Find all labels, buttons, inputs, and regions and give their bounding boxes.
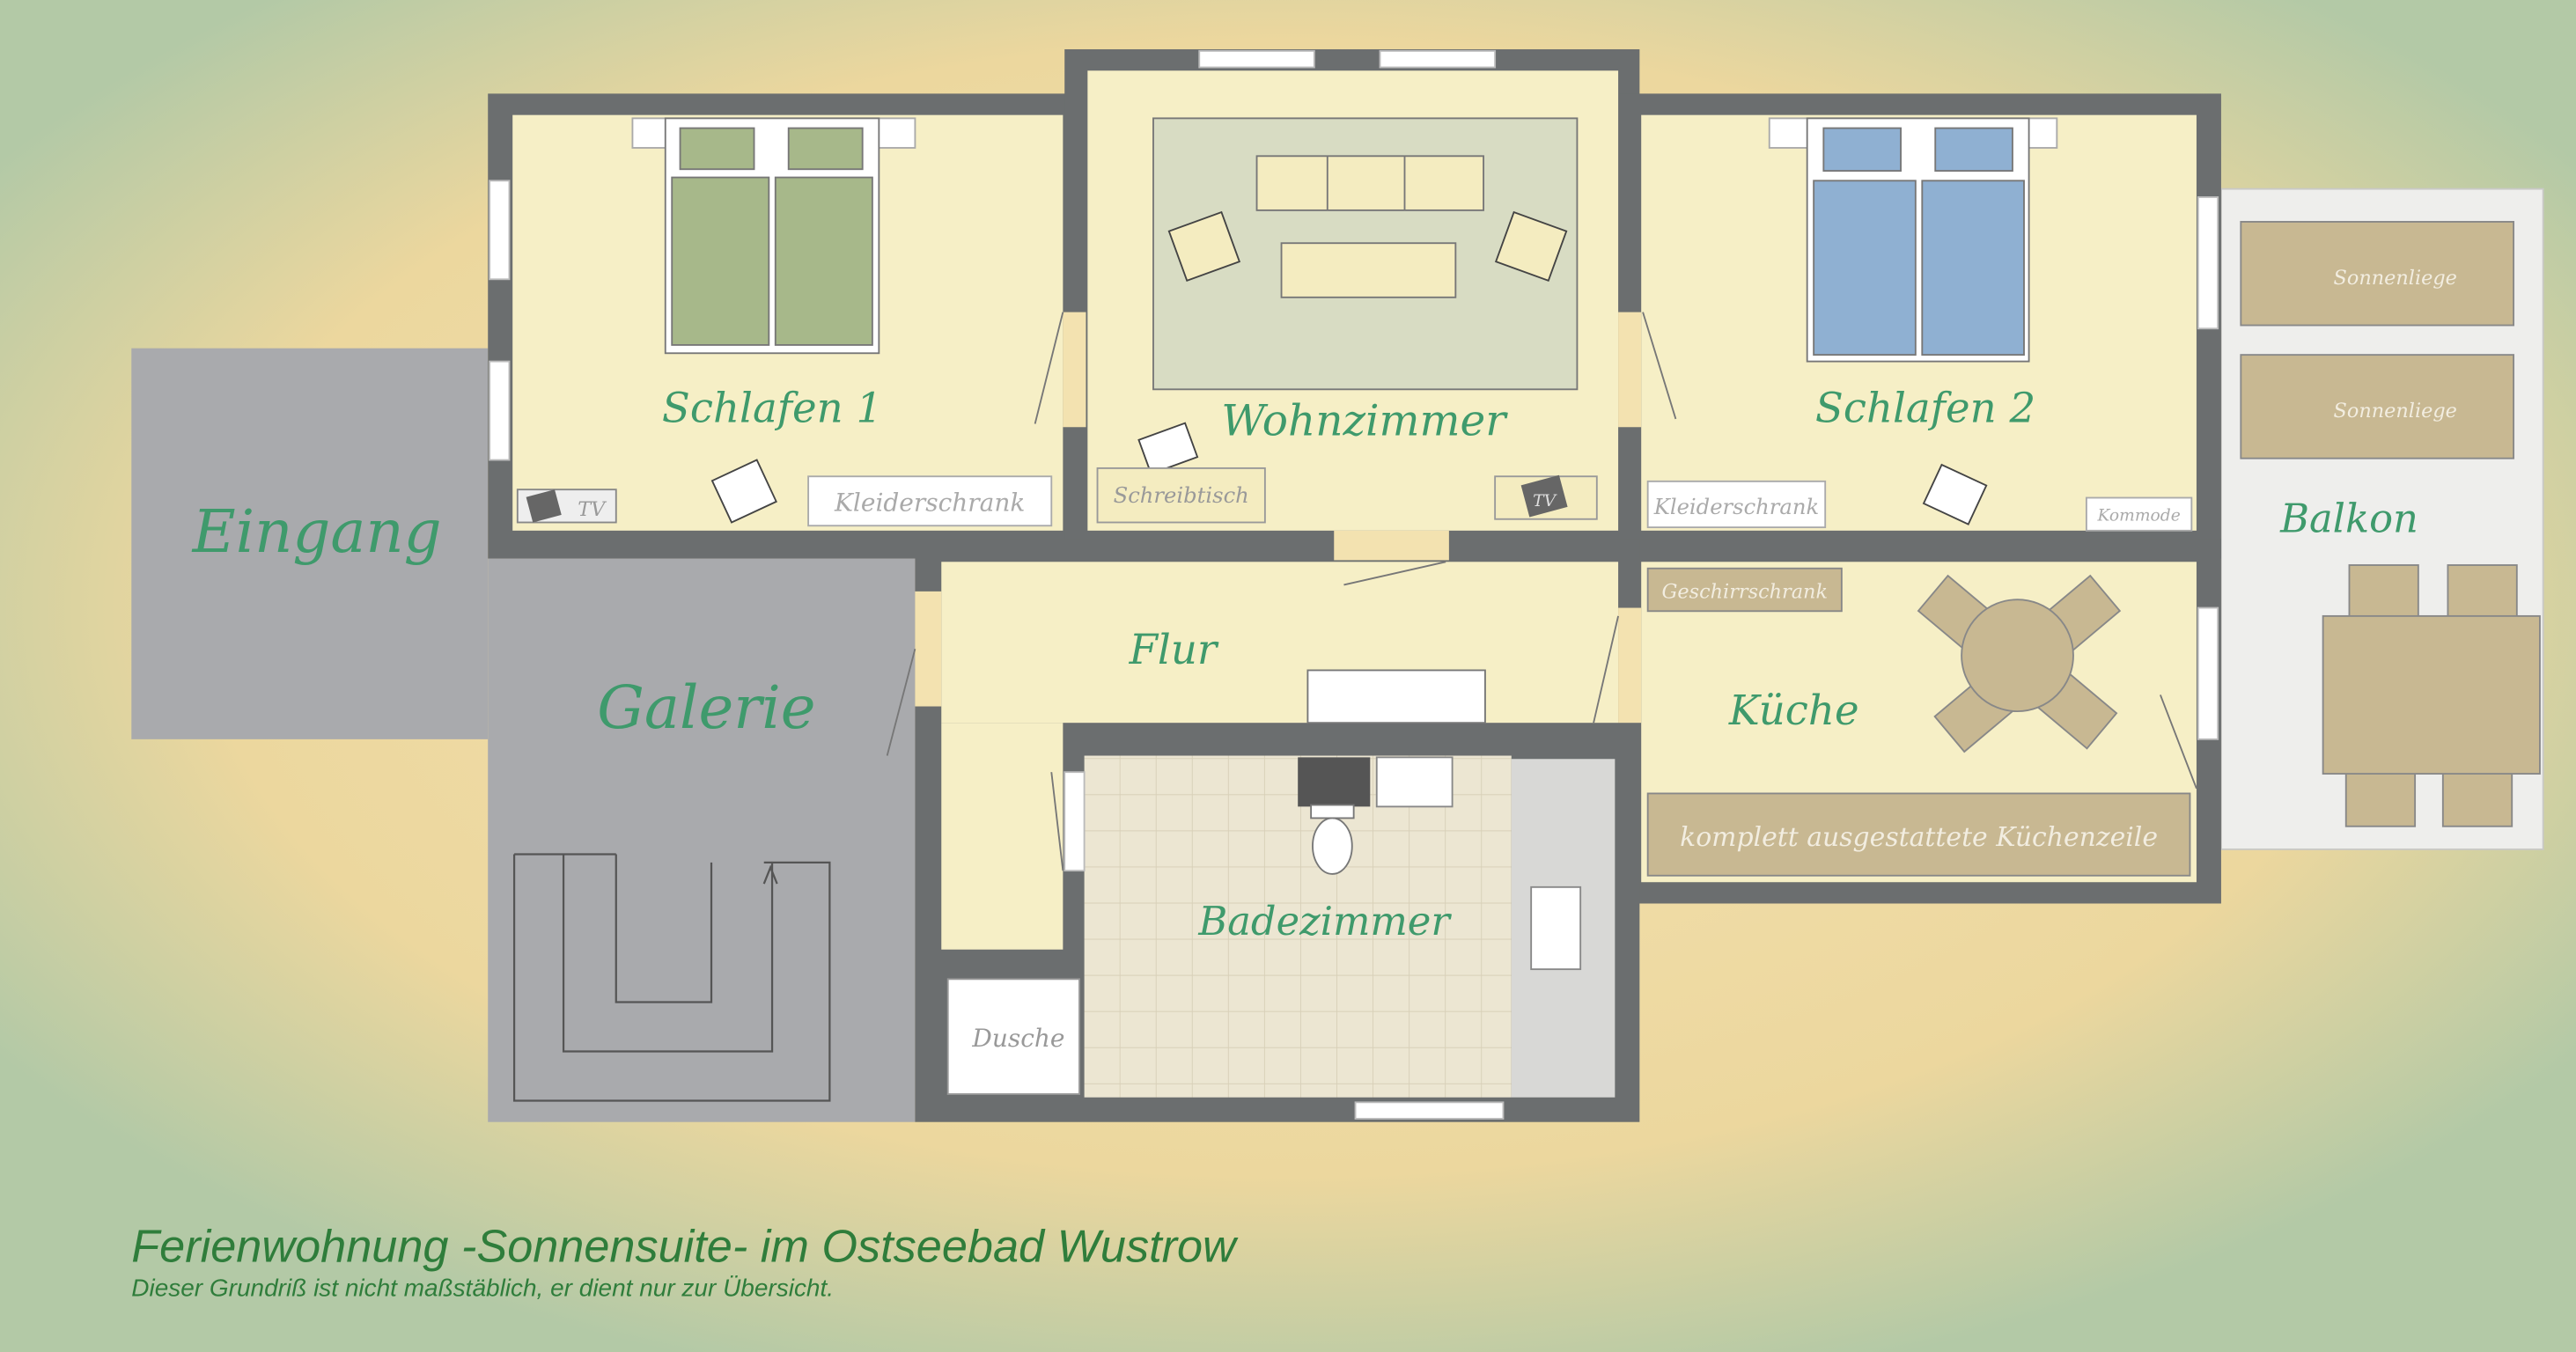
tv-icon <box>526 489 562 523</box>
coffee-table <box>1280 242 1457 298</box>
tv-icon <box>1520 474 1568 518</box>
schreibtisch: Schreibtisch <box>1096 467 1266 524</box>
windows <box>489 49 2219 1120</box>
eingang-area <box>131 348 489 739</box>
sofa <box>1255 155 1484 211</box>
room-label-kueche: Küche <box>1728 687 1859 735</box>
kuechenzeile: komplett ausgestattete Küchenzeile <box>1646 792 2191 877</box>
tv-schlafen-1: TV <box>516 489 617 524</box>
sonnenliege-label: Sonnenliege <box>2334 267 2457 290</box>
sonnenliege-2: Sonnenliege <box>2240 354 2515 459</box>
bed-schlafen-1 <box>631 117 916 355</box>
galerie-area <box>488 558 916 1122</box>
room-label-schlafen-2: Schlafen 2 <box>1815 386 2035 433</box>
kleiderschrank-schlafen-2: Kleiderschrank <box>1646 480 1827 529</box>
cabinet <box>1375 756 1454 808</box>
geschirrschrank-label: Geschirrschrank <box>1662 580 1829 603</box>
tv-wohnzimmer: TV <box>1494 474 1598 520</box>
chair <box>1922 463 1988 525</box>
chair <box>710 459 777 524</box>
flur-sideboard <box>1306 669 1486 724</box>
sonnenliege-label: Sonnenliege <box>2334 400 2457 422</box>
armchair <box>1167 210 1241 283</box>
kleiderschrank-label: Kleiderschrank <box>1653 494 1819 519</box>
kommode-label: Kommode <box>2096 507 2180 525</box>
doors <box>915 312 1642 724</box>
sonnenliege-1: Sonnenliege <box>2240 221 2515 327</box>
room-label-balkon: Balkon <box>2279 496 2418 542</box>
kuechenzeile-label: komplett ausgestattete Küchenzeile <box>1680 822 2158 853</box>
kommode: Kommode <box>2085 496 2193 532</box>
room-label-galerie: Galerie <box>597 673 815 742</box>
kitchen-table <box>1917 574 2122 753</box>
sink-icon <box>1530 885 1582 971</box>
desk-chair <box>1137 422 1199 475</box>
washing-machine <box>1298 757 1371 807</box>
bathroom-tiles <box>1084 755 1512 1098</box>
room-label-badezimmer: Badezimmer <box>1197 898 1452 944</box>
kleiderschrank-label: Kleiderschrank <box>834 488 1025 517</box>
room-label-eingang: Eingang <box>191 497 442 566</box>
armchair <box>1494 210 1568 283</box>
room-label-flur: Flur <box>1129 627 1219 674</box>
shower <box>946 978 1080 1095</box>
balkon-table-set <box>2322 564 2541 827</box>
door-swings <box>886 312 2197 871</box>
room-label-schlafen-1: Schlafen 1 <box>662 386 882 433</box>
kleiderschrank-schlafen-1: Kleiderschrank <box>807 475 1053 527</box>
tv-label: TV <box>578 498 607 521</box>
tv-label: TV <box>1533 492 1557 511</box>
room-label-wohnzimmer: Wohnzimmer <box>1221 397 1508 446</box>
room-label-dusche: Dusche <box>971 1024 1064 1053</box>
geschirrschrank: Geschirrschrank <box>1646 567 1843 613</box>
plan-title: Ferienwohnung -Sonnensuite- im Ostseebad… <box>131 1221 1239 1272</box>
toilet-icon <box>1310 804 1355 875</box>
bed-schlafen-2 <box>1768 117 2058 363</box>
staircase <box>512 853 831 1102</box>
schreibtisch-label: Schreibtisch <box>1114 482 1249 508</box>
plan-subtitle: Dieser Grundriß ist nicht maßstäblich, e… <box>131 1275 834 1302</box>
